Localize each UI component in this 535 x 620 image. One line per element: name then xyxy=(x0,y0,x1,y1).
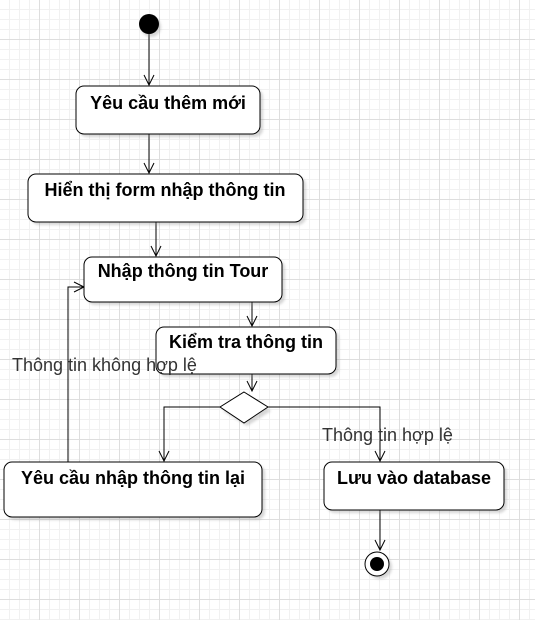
edge-save-to-end xyxy=(374,510,386,552)
edge-decision-to-reenter xyxy=(158,406,220,463)
start-node xyxy=(139,14,161,37)
edge-request-to-form xyxy=(143,134,155,175)
node-enter-tour-label: Nhập thông tin Tour xyxy=(98,261,269,281)
node-save-db: Lưu vào database xyxy=(323,461,507,513)
end-node xyxy=(364,551,392,579)
node-save-db-label: Lưu vào database xyxy=(337,468,491,488)
edge-start-to-request xyxy=(143,34,155,87)
decision-node xyxy=(219,391,271,426)
node-request-add-label: Yêu cầu thêm mới xyxy=(90,93,246,113)
node-show-form: Hiển thị form nhập thông tin xyxy=(27,173,306,225)
edge-decision-to-save xyxy=(268,406,386,463)
edge-label-valid: Thông tin hợp lệ xyxy=(322,425,453,445)
node-request-reenter-label: Yêu cầu nhập thông tin lại xyxy=(21,468,245,488)
edge-label-invalid: Thông tin không hợp lệ xyxy=(12,355,197,375)
node-enter-tour: Nhập thông tin Tour xyxy=(83,256,285,305)
node-check-info-label: Kiểm tra thông tin xyxy=(169,332,323,352)
node-check-info: Kiểm tra thông tin xyxy=(155,326,339,377)
node-request-add: Yêu cầu thêm mới xyxy=(75,85,263,137)
edge-form-to-enter xyxy=(150,222,162,258)
node-show-form-label: Hiển thị form nhập thông tin xyxy=(45,180,286,200)
edge-enter-to-check xyxy=(246,302,258,328)
node-request-reenter: Yêu cầu nhập thông tin lại xyxy=(3,461,265,520)
